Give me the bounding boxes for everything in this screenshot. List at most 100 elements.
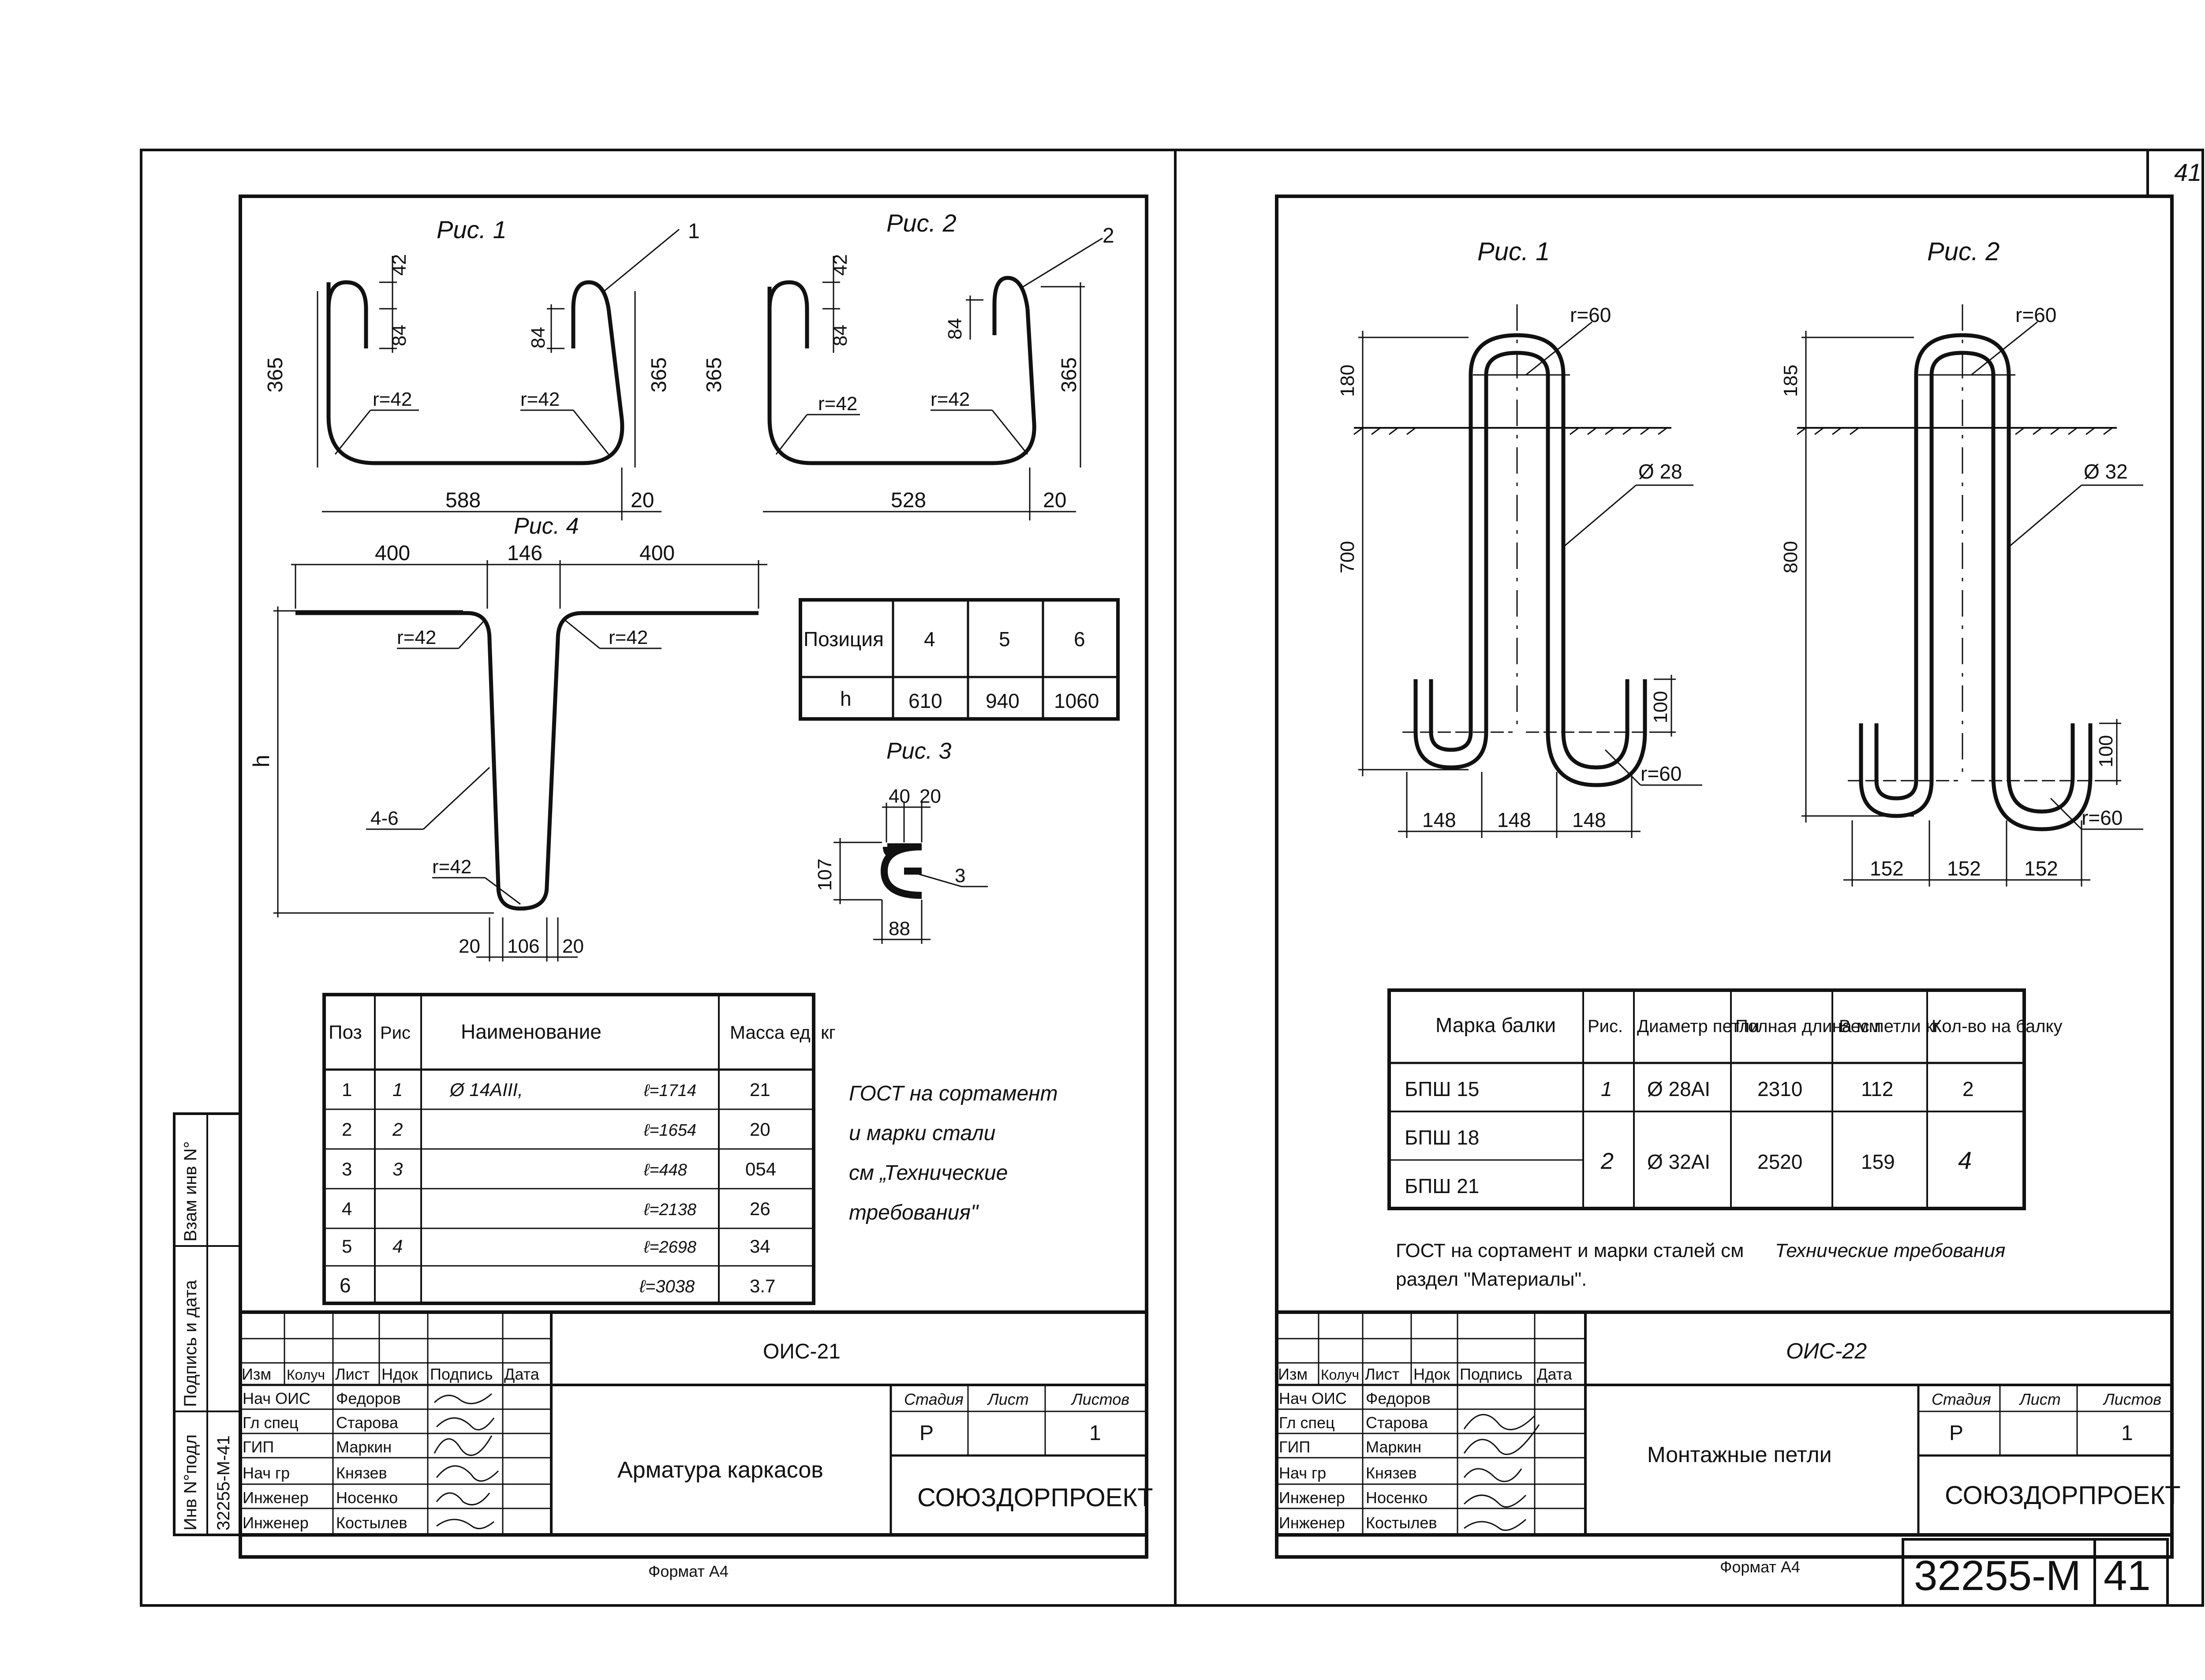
drawing-label: r=42 xyxy=(432,856,471,878)
left-fig1-label: Рис. 1 xyxy=(437,216,507,243)
drawing-label: 054 xyxy=(745,1159,776,1179)
drawing-label: 4 xyxy=(924,628,935,651)
drawing-label: Маркин xyxy=(1366,1438,1421,1456)
drawing-label: 32255-М-41 xyxy=(214,1435,233,1530)
drawing-label: 146 xyxy=(507,542,542,565)
drawing-label: БПШ 15 xyxy=(1405,1078,1479,1100)
drawing-label: r=60 xyxy=(1570,303,1611,326)
drawing-line xyxy=(1563,484,1637,548)
drawing-label: Поз xyxy=(329,1021,362,1043)
drawing-label: Кол-во на балку xyxy=(1932,1017,2062,1036)
drawing-label: 610 xyxy=(908,689,942,712)
drawing-label: ℓ=448 xyxy=(643,1161,687,1179)
drawing-line xyxy=(880,843,922,899)
drawing-label: ОИС-21 xyxy=(763,1340,841,1363)
drawing-label: 2520 xyxy=(1757,1150,1802,1173)
drawing-line xyxy=(334,410,371,455)
drawing-label: СОЮЗДОРПРОЕКТ xyxy=(917,1483,1153,1512)
drawing-line xyxy=(992,276,1030,335)
drawing-label: 2 xyxy=(1962,1078,1974,1100)
drawing-label: 148 xyxy=(1572,808,1606,831)
drawing-label: r=42 xyxy=(520,389,560,410)
drawing-label: требования" xyxy=(849,1201,979,1224)
drawing-label: 152 xyxy=(1870,857,1904,880)
drawing-label: ГОСТ на сортамент xyxy=(849,1082,1058,1105)
drawing-label: Диаметр петли xyxy=(1637,1017,1759,1036)
drawing-label: Нач ОИС xyxy=(1279,1389,1347,1407)
drawing-label: см „Технические xyxy=(849,1161,1008,1185)
drawing-label: Дата xyxy=(1537,1365,1573,1383)
drawing-line xyxy=(908,870,962,887)
drawing-line xyxy=(1874,723,1918,801)
left-inner-frame xyxy=(239,195,1148,1559)
table-frame xyxy=(799,598,1120,721)
specification-table: Поз Рис Наименование Масса ед. кг 1 1 Ø … xyxy=(322,993,836,1305)
drawing-label: 4 xyxy=(392,1236,403,1257)
drawing-label: Ø 28 xyxy=(1638,460,1682,483)
drawing-label: 2310 xyxy=(1757,1078,1802,1100)
drawing-label: 34 xyxy=(750,1236,770,1257)
drawing-label: Марка балки xyxy=(1435,1014,1556,1036)
drawing-line xyxy=(767,280,809,348)
drawing-label: Монтажные петли xyxy=(1647,1442,1832,1467)
drawing-label: 2 xyxy=(1102,224,1114,247)
drawing-label: h xyxy=(840,687,852,710)
drawing-label: 106 xyxy=(507,935,539,957)
drawing-label: Ø 14AIII, xyxy=(449,1079,523,1100)
drawing-label: Ндок xyxy=(1413,1365,1450,1383)
drawing-label: Подпись xyxy=(1460,1365,1522,1383)
drawing-label: Позиция xyxy=(804,628,884,651)
drawing-line xyxy=(1023,237,1103,288)
drawing-label: r=42 xyxy=(397,627,436,648)
drawing-label: 84 xyxy=(830,325,851,346)
drawing-label: Ндок xyxy=(381,1365,418,1383)
left-signatures xyxy=(434,1393,499,1530)
drawing-label: ГОСТ на сортамент и марки сталей см xyxy=(1396,1240,1744,1261)
drawing-label: 1 xyxy=(392,1079,403,1100)
drawing-label: Листов xyxy=(2103,1390,2161,1408)
drawing-label: 4 xyxy=(342,1198,352,1219)
drawing-label: ℓ=1714 xyxy=(643,1081,696,1100)
drawing-label: 100 xyxy=(2095,735,2117,767)
drawing-line xyxy=(458,619,486,649)
drawing-label: 20 xyxy=(459,935,480,957)
drawing-label: Инженер xyxy=(1279,1514,1345,1532)
drawing-label: 32255-М xyxy=(1914,1552,2081,1599)
drawing-label: ОИС-22 xyxy=(1786,1339,1867,1363)
drawing-label: Носенко xyxy=(336,1489,398,1507)
right-page-frame xyxy=(1174,149,2204,1607)
drawing-line xyxy=(1413,679,1488,770)
drawing-label: Колуч xyxy=(1321,1367,1359,1383)
drawing-label: Инженер xyxy=(243,1489,309,1507)
table-frame xyxy=(239,1310,1148,1537)
drawing-label: 1 xyxy=(2121,1422,2133,1445)
drawing-line xyxy=(1859,723,1934,818)
drawing-line xyxy=(2008,484,2082,548)
drawing-label: 365 xyxy=(647,357,671,393)
drawing-label: Гл спец xyxy=(243,1414,299,1432)
drawing-label: Маркин xyxy=(336,1438,392,1456)
drawing-label: Носенко xyxy=(1366,1489,1428,1507)
drawing-label: Колуч xyxy=(287,1367,325,1383)
right-fig1-label: Рис. 1 xyxy=(1477,237,1550,266)
drawing-line xyxy=(604,228,680,292)
drawing-line xyxy=(1429,679,1473,752)
drawing-label: ℓ=1654 xyxy=(643,1121,696,1140)
drawing-label: Стадия xyxy=(1932,1390,1991,1408)
drawing-label: Наименование xyxy=(461,1020,602,1043)
table-frame xyxy=(1275,1310,2174,1537)
drawing-label: 400 xyxy=(639,542,675,565)
drawing-label: Князев xyxy=(336,1464,387,1482)
drawing-line xyxy=(1914,333,2075,814)
drawing-label: 1 xyxy=(1601,1078,1612,1100)
drawing-label: 365 xyxy=(1058,357,1081,393)
drawing-label: 100 xyxy=(1650,691,1671,723)
drawing-label: ℓ=2138 xyxy=(643,1201,696,1219)
drawing-label: Федоров xyxy=(1366,1389,1431,1407)
drawing-label: Полная длина мм xyxy=(1735,1017,1881,1036)
drawing-label: Изм xyxy=(1278,1365,1308,1383)
drawing-label: 20 xyxy=(919,786,941,807)
drawing-label: 84 xyxy=(944,318,966,340)
drawing-label: 3 xyxy=(342,1159,352,1179)
drawing-label: 21 xyxy=(750,1079,770,1100)
